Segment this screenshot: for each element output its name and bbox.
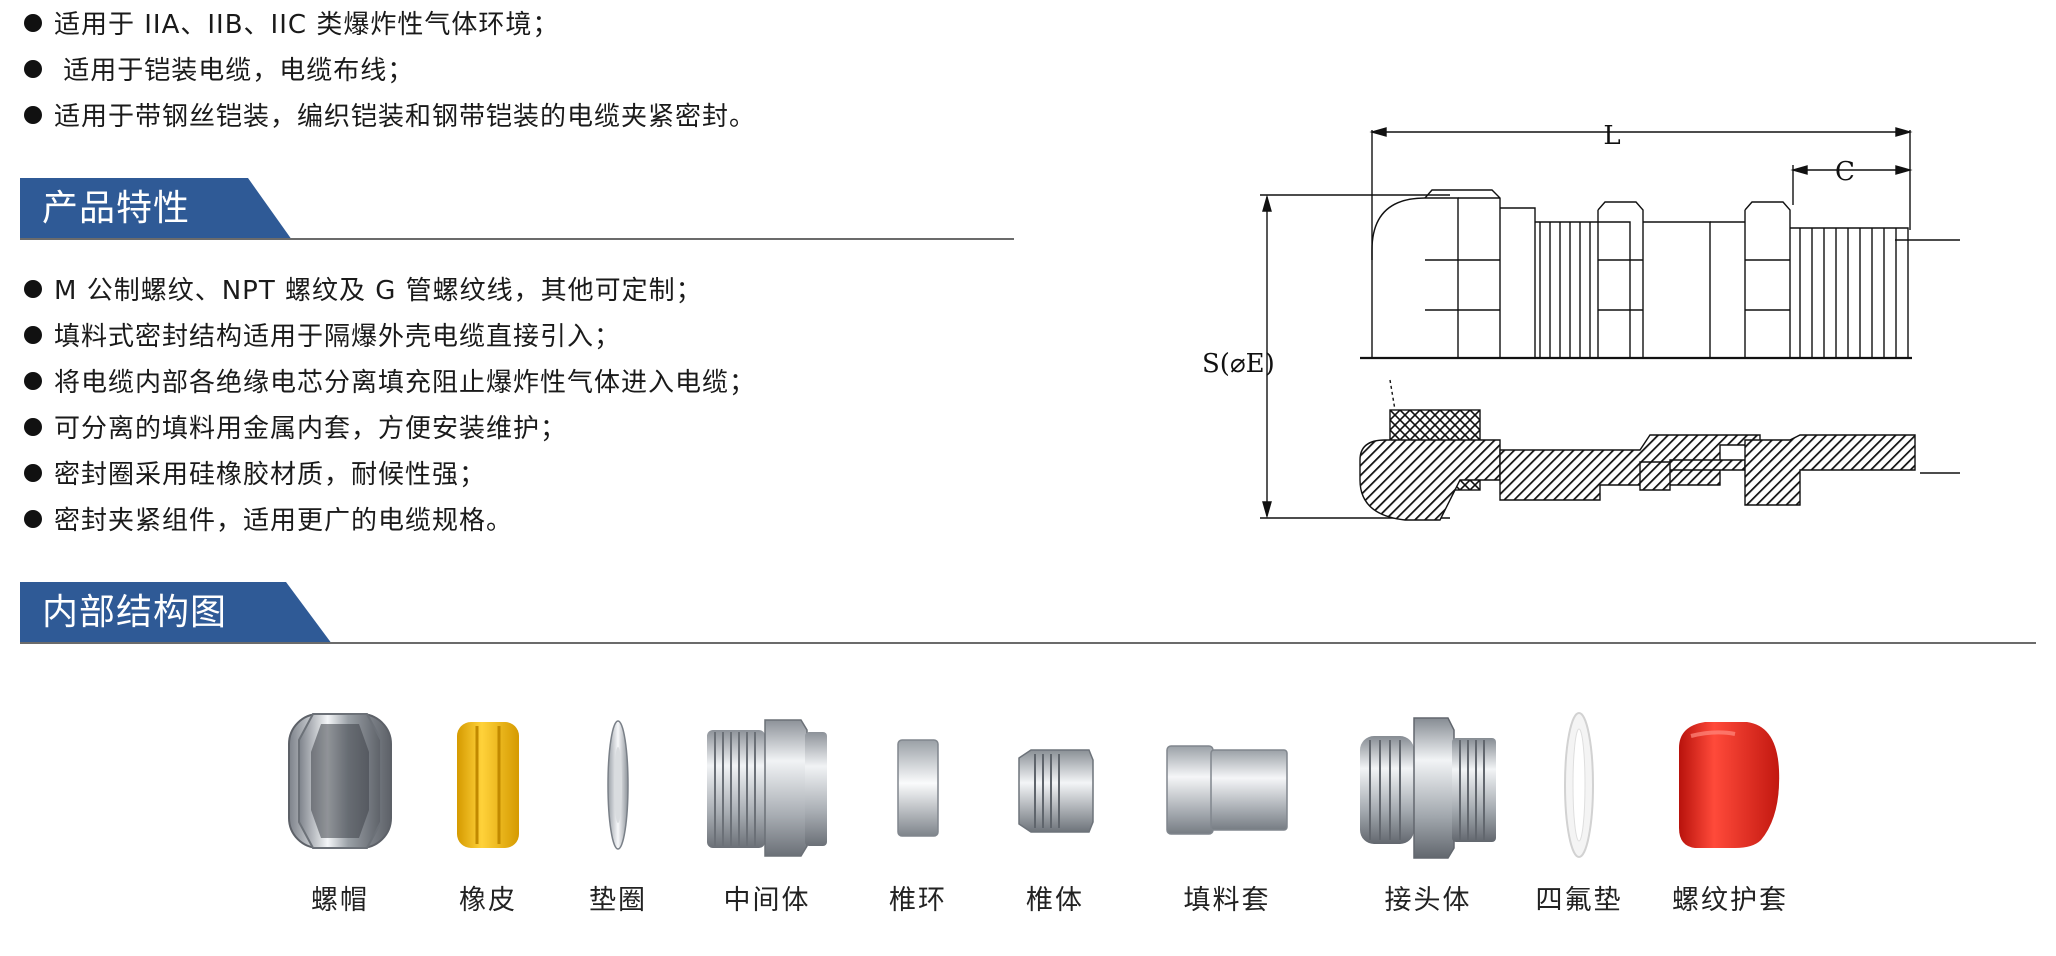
- dimension-C-label: C: [1835, 157, 1855, 187]
- rubber-seal-icon: [457, 722, 519, 848]
- nut-icon: [288, 713, 392, 849]
- bullet-dot-icon: [24, 509, 42, 528]
- part-label: 橡皮: [459, 885, 517, 916]
- connector-body-icon: [1360, 717, 1496, 859]
- bullet-dot-icon: [24, 105, 42, 124]
- part-label: 螺纹护套: [1672, 885, 1788, 916]
- section-divider: [20, 642, 2036, 644]
- part-nut: 螺帽: [285, 700, 395, 916]
- part-label: 垫圈: [589, 885, 647, 916]
- part-middle-body: 中间体: [705, 700, 829, 916]
- washer-icon: [607, 720, 629, 850]
- part-washer: 垫圈: [589, 700, 645, 916]
- packing-sleeve-icon: [1166, 745, 1288, 835]
- feature-list: M 公制螺纹、NPT 螺纹及 G 管螺纹线，其他可定制； 填料式密封结构适用于隔…: [24, 268, 756, 544]
- bullet-dot-icon: [24, 371, 42, 390]
- part-packing-sleeve: 填料套: [1165, 700, 1289, 916]
- part-cone-ring: 椎环: [889, 700, 945, 916]
- part-connector-body: 接头体: [1358, 700, 1498, 916]
- application-item: 适用于 IIA、IIB、IIC 类爆炸性气体环境；: [24, 2, 756, 48]
- part-rubber: 橡皮: [453, 700, 523, 916]
- dimension-L-label: L: [1603, 121, 1620, 151]
- feature-item: 填料式密封结构适用于隔爆外壳电缆直接引入；: [24, 314, 756, 360]
- section-banner: 内部结构图: [20, 582, 332, 644]
- part-label: 椎环: [889, 885, 947, 916]
- bullet-dot-icon: [24, 59, 42, 78]
- cable-gland-dimension-drawing: L C S(⌀E) A: [1202, 121, 1960, 521]
- bullet-dot-icon: [24, 13, 42, 32]
- feature-item: 密封夹紧组件，适用更广的电缆规格。: [24, 498, 756, 544]
- part-label: 螺帽: [311, 885, 369, 916]
- dimension-S-label: S(⌀E): [1202, 349, 1275, 379]
- part-label: 接头体: [1384, 885, 1472, 916]
- section-divider: [20, 238, 1014, 240]
- thread-cap-icon: [1679, 722, 1780, 848]
- section-banner: 产品特性: [20, 178, 292, 240]
- cone-body-icon: [1018, 749, 1094, 833]
- middle-body-icon: [707, 719, 827, 857]
- section-title: 内部结构图: [42, 592, 228, 633]
- part-label: 中间体: [723, 885, 811, 916]
- bullet-dot-icon: [24, 325, 42, 344]
- feature-item: 密封圈采用硅橡胶材质，耐候性强；: [24, 452, 756, 498]
- feature-item: 将电缆内部各绝缘电芯分离填充阻止爆炸性气体进入电缆；: [24, 360, 756, 406]
- bullet-dot-icon: [24, 279, 42, 298]
- feature-item: M 公制螺纹、NPT 螺纹及 G 管螺纹线，其他可定制；: [24, 268, 756, 314]
- bullet-dot-icon: [24, 463, 42, 482]
- ptfe-gasket-icon: [1564, 712, 1594, 858]
- part-label: 四氟垫: [1535, 885, 1623, 916]
- section-title: 产品特性: [42, 188, 191, 229]
- part-label: 填料套: [1183, 885, 1271, 916]
- application-item: 适用于带钢丝铠装，编织铠装和钢带铠装的电缆夹紧密封。: [24, 94, 756, 140]
- part-thread-cap: 螺纹护套: [1672, 700, 1786, 916]
- application-list: 适用于 IIA、IIB、IIC 类爆炸性气体环境； 适用于铠装电缆，电缆布线； …: [24, 2, 756, 140]
- part-label: 椎体: [1026, 885, 1084, 916]
- application-item: 适用于铠装电缆，电缆布线；: [24, 48, 756, 94]
- part-cone-body: 椎体: [1015, 700, 1095, 916]
- part-ptfe-gasket: 四氟垫: [1536, 700, 1621, 916]
- parts-list: 螺帽 橡皮 垫圈 中间体 椎环: [0, 700, 2056, 930]
- cone-ring-icon: [897, 739, 939, 837]
- bullet-dot-icon: [24, 417, 42, 436]
- feature-item: 可分离的填料用金属内套，方便安装维护；: [24, 406, 756, 452]
